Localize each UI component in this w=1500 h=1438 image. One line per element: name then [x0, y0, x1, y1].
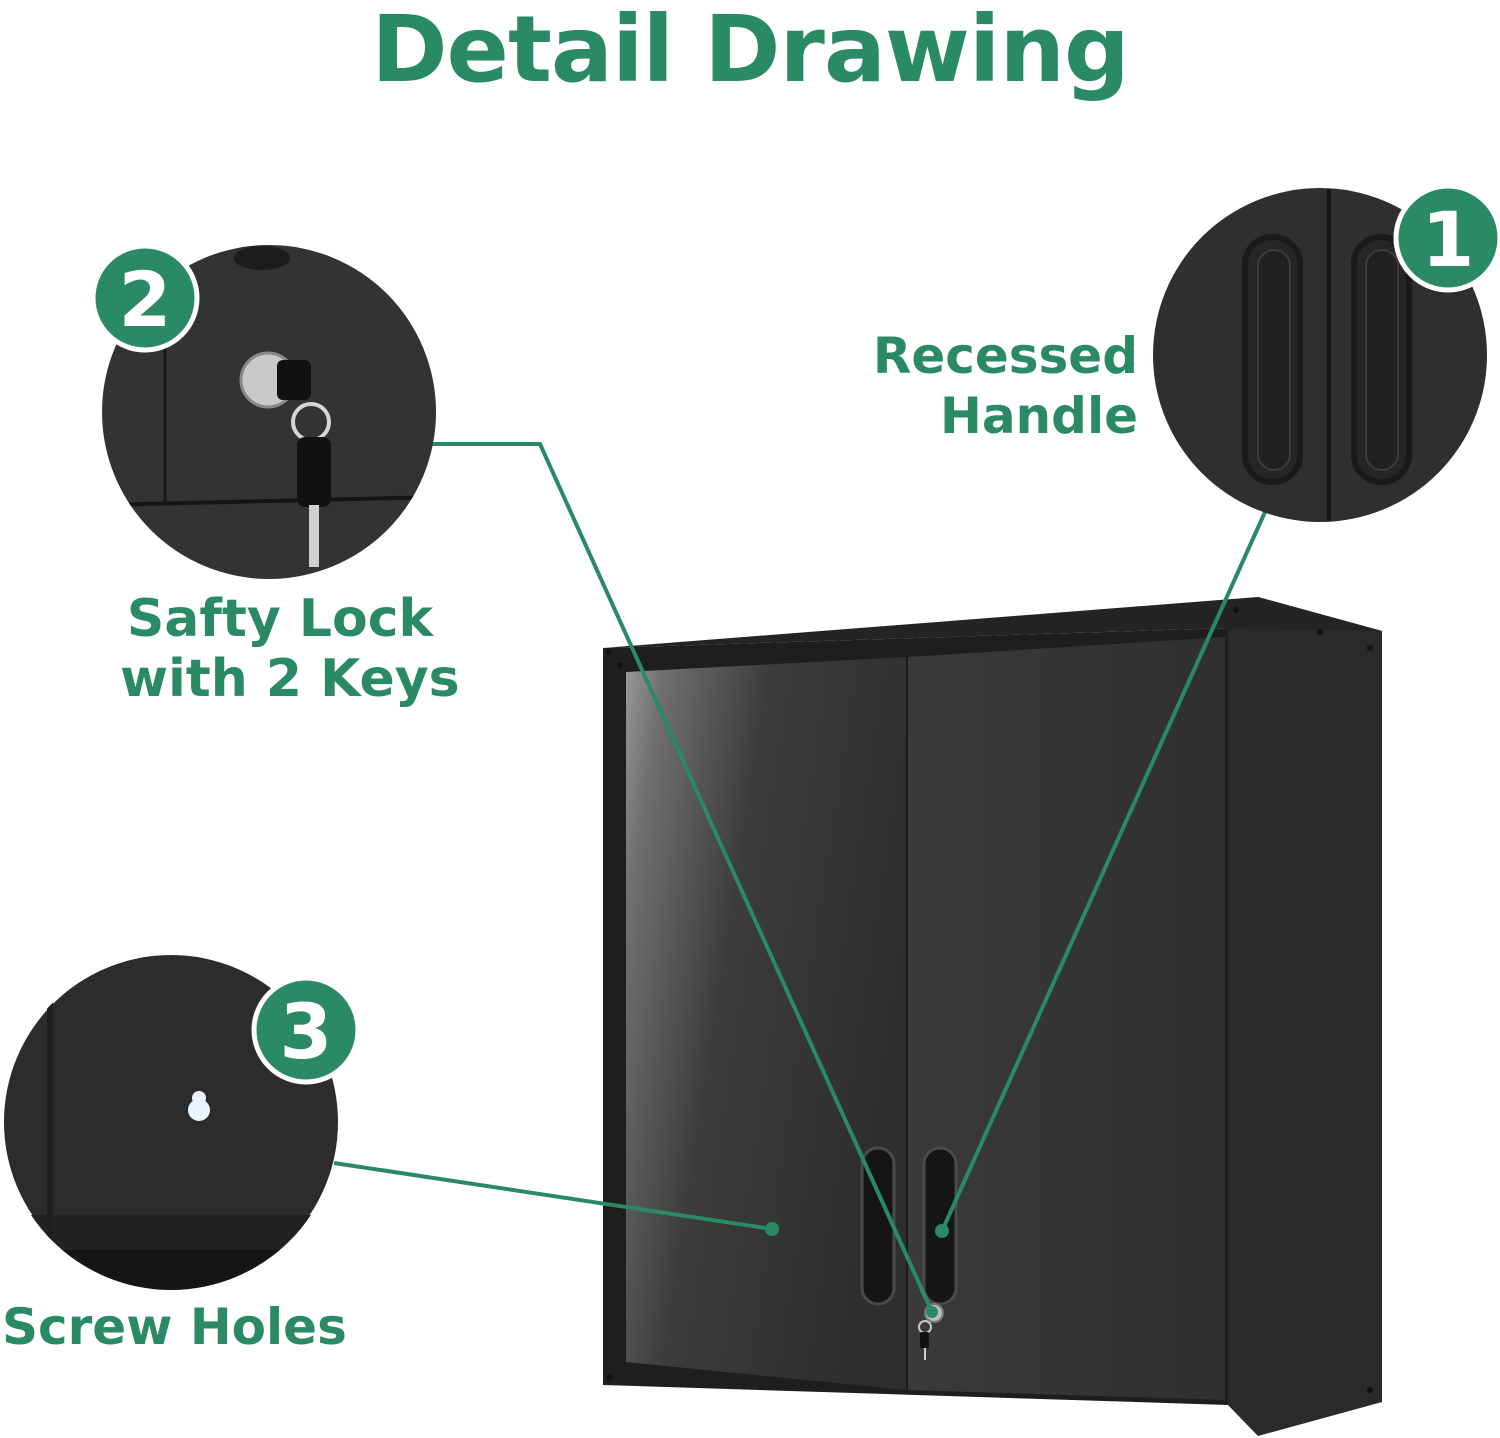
cabinet-side-panel	[1228, 597, 1382, 1436]
left-door[interactable]	[626, 657, 906, 1390]
badge-1: 1	[1393, 183, 1500, 293]
leader-dot-lock	[926, 1306, 938, 1318]
wall-cabinet	[603, 597, 1382, 1436]
frame-screw	[1367, 1387, 1373, 1393]
key-closeup-blade	[309, 505, 319, 567]
label-screw-holes: Screw Holes	[2, 1297, 347, 1357]
label-recessed-handle: Recessed Handle	[873, 326, 1138, 446]
detail-circle-handle	[1153, 188, 1487, 522]
leader-dot-handle	[935, 1224, 949, 1238]
key-small	[920, 1332, 929, 1348]
label-line: with 2 Keys	[120, 649, 460, 709]
leader-line-handle	[940, 511, 1267, 1232]
frame-screw	[617, 662, 623, 668]
right-door[interactable]	[908, 637, 1225, 1400]
badge-3: 3	[251, 975, 361, 1085]
frame-screw	[606, 1374, 612, 1380]
page-title: Detail Drawing	[371, 0, 1130, 103]
frame-screw	[1367, 645, 1373, 651]
frame-screw	[1233, 607, 1239, 613]
badge-2-number: 2	[119, 255, 172, 344]
label-line: Recessed	[872, 327, 1138, 385]
frame-screw	[1317, 629, 1323, 635]
leader-lines	[333, 442, 1267, 1313]
badge-2: 2	[90, 243, 200, 353]
badge-1-number: 1	[1422, 195, 1475, 284]
frame-screw	[606, 649, 612, 655]
label-line: Screw Holes	[2, 1298, 347, 1356]
leader-line-lock	[432, 442, 934, 1313]
leader-dot-screw	[765, 1222, 779, 1236]
cabinet-top-edge	[603, 597, 1382, 648]
screw-hole-bottom	[188, 1099, 210, 1121]
label-safety-lock: Safty Lock with 2 Keys	[120, 589, 460, 709]
key-closeup-body	[297, 437, 331, 507]
key-closeup-head	[277, 360, 311, 400]
badge-3-number: 3	[280, 987, 333, 1076]
leader-line-screw	[333, 1161, 773, 1231]
label-line: Safty Lock	[126, 589, 434, 649]
label-line: Handle	[939, 387, 1138, 445]
